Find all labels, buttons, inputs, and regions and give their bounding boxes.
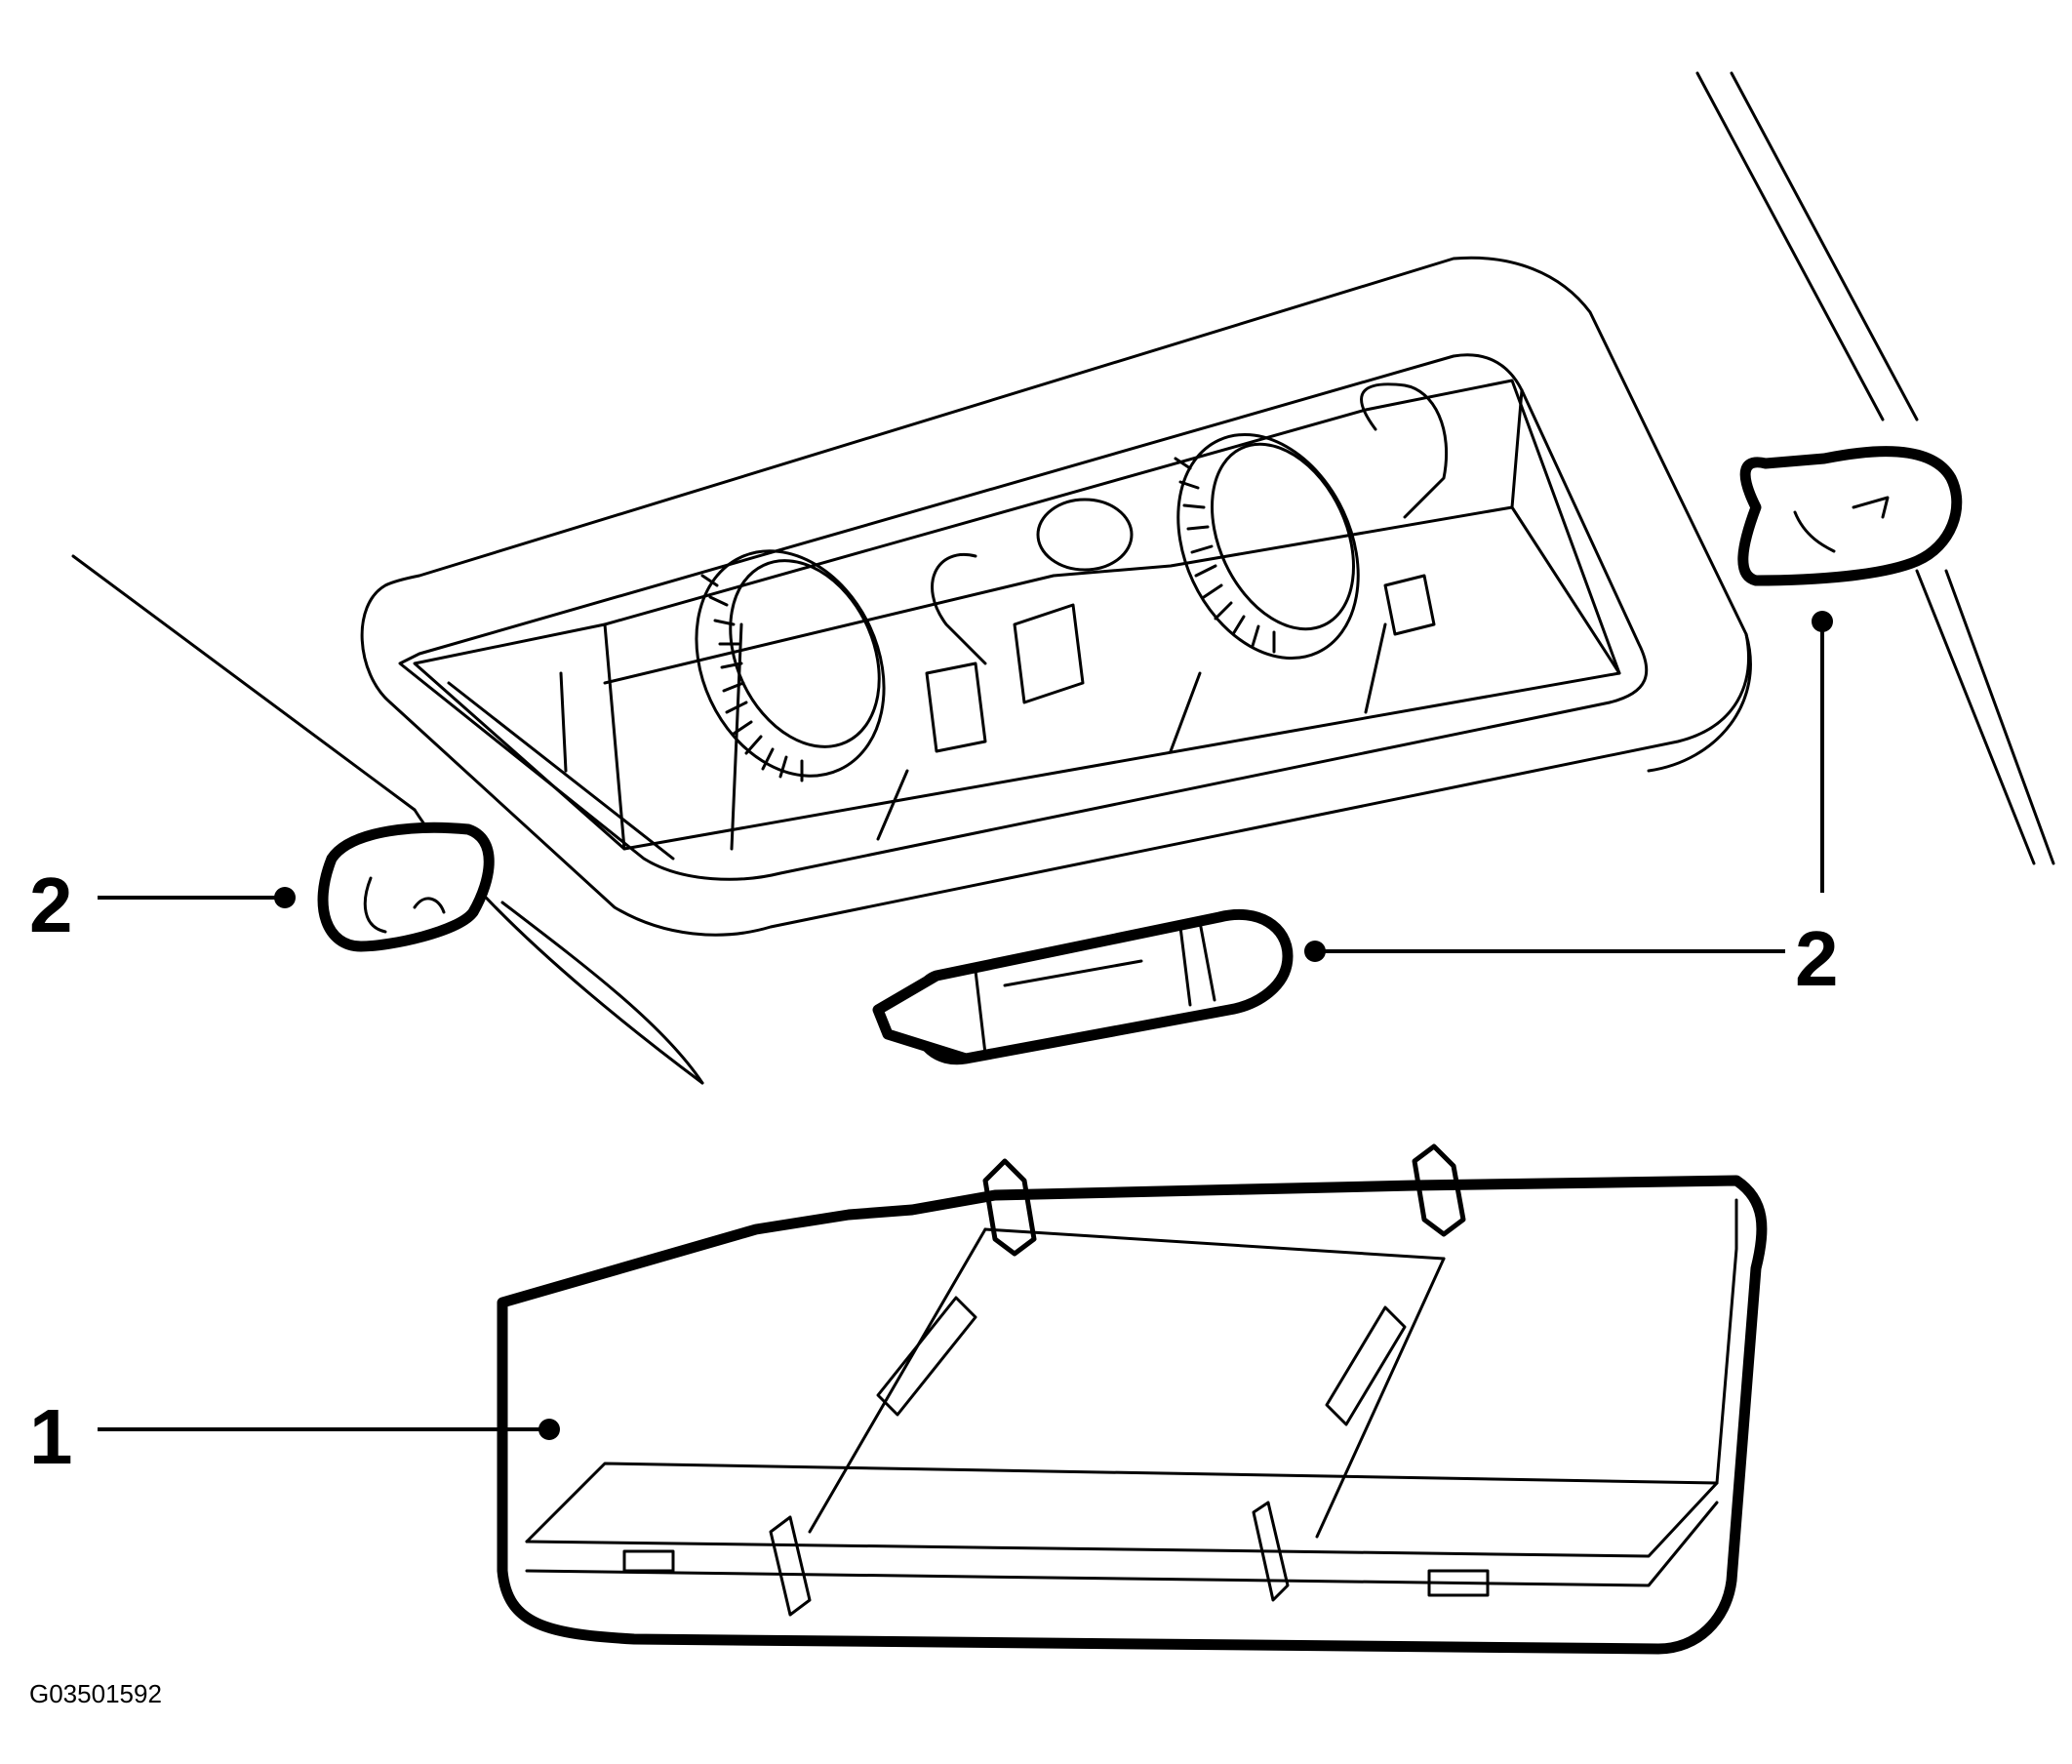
leader-dot-2-left: [274, 887, 296, 908]
leader-dot-2-top-right: [1812, 611, 1833, 632]
callout-2-right: 2: [1795, 915, 1839, 1002]
bulb-right: [1737, 446, 1963, 586]
callout-2-left: 2: [29, 862, 73, 948]
bulb-festoon: [872, 908, 1294, 1065]
center-socket: [1036, 498, 1134, 572]
lamp-lens: [497, 1143, 1768, 1655]
right-socket-clip: [1360, 382, 1449, 519]
right-adjuster-wheel: [1174, 432, 1360, 661]
leader-dot-1: [538, 1419, 560, 1440]
left-adjuster-wheel: [695, 549, 886, 782]
callout-leaders: [98, 611, 1833, 1440]
lamp-housing: [360, 256, 1752, 937]
bulb-left: [317, 822, 495, 952]
figure-id: G03501592: [29, 1679, 162, 1708]
callout-1: 1: [29, 1393, 73, 1480]
leader-dot-2-right: [1304, 941, 1326, 962]
